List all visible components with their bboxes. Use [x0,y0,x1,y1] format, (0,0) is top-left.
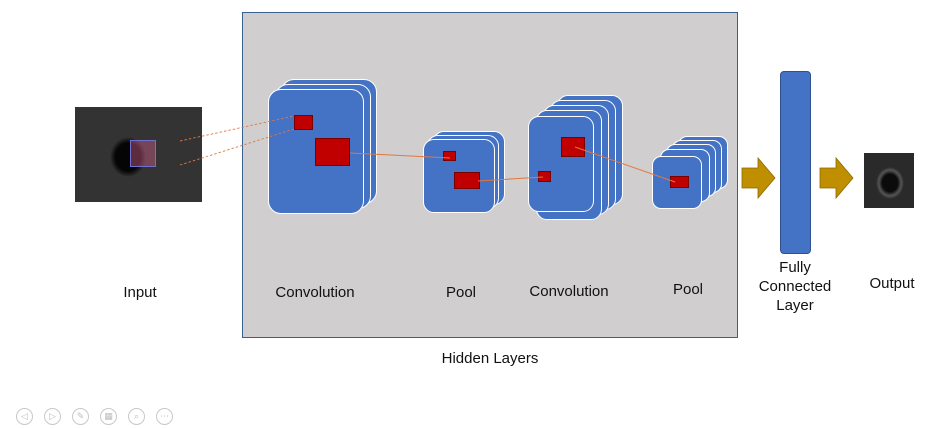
slides-grid-icon[interactable]: ▦ [100,408,117,425]
prev-slide-icon[interactable]: ◁ [16,408,33,425]
pool1-receptive-small [443,151,456,161]
pool-1-label: Pool [445,284,477,301]
conv2-receptive-small [538,171,551,182]
input-connector-top [179,115,295,142]
pen-icon[interactable]: ✎ [72,408,89,425]
input-label: Input [123,284,157,301]
pool1-to-conv2-connector [477,176,544,182]
input-connector-bottom [179,128,295,166]
pool-2-label: Pool [672,281,704,298]
output-segmentation-image [864,153,914,208]
feature-map [528,116,594,212]
conv1-to-pool1-connector [349,152,451,159]
fully-connected-label: Fully Connected Layer [758,259,832,314]
input-roi-box [130,140,156,167]
fully-connected-layer-bar [780,71,811,254]
output-label: Output [869,275,915,292]
fc-to-output-arrow [819,156,854,200]
pool-to-fc-arrow [741,156,776,200]
next-slide-icon[interactable]: ▷ [44,408,61,425]
conv1-receptive-small [294,115,313,130]
more-options-icon[interactable]: ⋯ [156,408,173,425]
input-ultrasound-image [75,107,202,202]
convolution-2-label: Convolution [529,283,609,300]
hidden-layers-label: Hidden Layers [441,350,539,367]
conv2-to-pool2-connector [574,146,676,183]
convolution-1-label: Convolution [275,284,355,301]
zoom-icon[interactable]: ⌕ [128,408,145,425]
conv1-receptive-large [315,138,350,166]
conv2-receptive-large [561,137,585,157]
pool2-receptive-field [670,176,689,188]
